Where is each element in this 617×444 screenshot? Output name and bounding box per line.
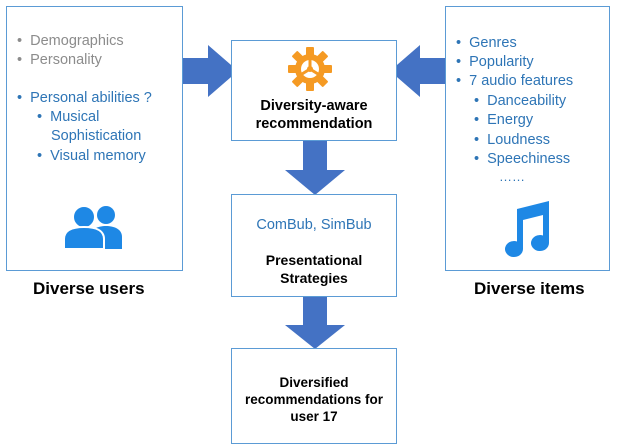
strategies-label-line1: Presentational: [265, 252, 363, 268]
arrow-strategies-to-output: [285, 296, 345, 349]
users-item-abilities: • Personal abilities ?: [17, 90, 152, 106]
strategies-methods: ComBub, SimBub: [256, 217, 372, 233]
strategies-box: ComBub, SimBub Presentational Strategies: [231, 194, 397, 297]
output-line3: user 17: [290, 409, 338, 424]
music-note-icon: [505, 201, 550, 258]
recommendation-box: Diversity-aware recommendation: [231, 40, 397, 141]
users-item-demographics: • Demographics: [17, 33, 124, 49]
output-line2: recommendations for: [244, 392, 384, 407]
users-item-personality: • Personality: [17, 52, 102, 68]
arrow-users-to-recommendation: [182, 45, 238, 97]
arrow-items-to-recommendation: [390, 45, 446, 97]
strategies-label-line2: Strategies: [280, 270, 348, 286]
users-caption: Diverse users: [33, 279, 145, 298]
output-box: Diversified recommendations for user 17: [231, 348, 397, 444]
feature-loudness: • Loudness: [474, 132, 551, 148]
users-ability-musical: • Musical: [37, 109, 100, 125]
items-genres: • Genres: [456, 35, 517, 51]
output-line1: Diversified: [279, 375, 349, 390]
feature-energy: • Energy: [474, 112, 534, 128]
recommendation-label-line1: Diversity-aware: [260, 98, 368, 114]
users-ability-visual-memory: • Visual memory: [37, 148, 146, 164]
arrow-recommendation-to-strategies: [285, 140, 345, 195]
users-box: • Demographics • Personality • Personal …: [6, 6, 183, 271]
feature-speechiness: • Speechiness: [474, 151, 571, 167]
gear-icon: [288, 47, 332, 91]
items-box: • Genres • Popularity • 7 audio features…: [445, 6, 610, 271]
recommendation-label-line2: recommendation: [255, 116, 373, 132]
items-audio-features: • 7 audio features: [456, 73, 574, 89]
items-popularity: • Popularity: [456, 54, 534, 70]
feature-danceability: • Danceability: [474, 93, 567, 109]
users-icon: [63, 205, 122, 249]
items-caption: Diverse items: [474, 279, 585, 298]
users-ability-sophistication: Sophistication: [51, 128, 142, 144]
features-ellipsis: ……: [499, 169, 525, 184]
